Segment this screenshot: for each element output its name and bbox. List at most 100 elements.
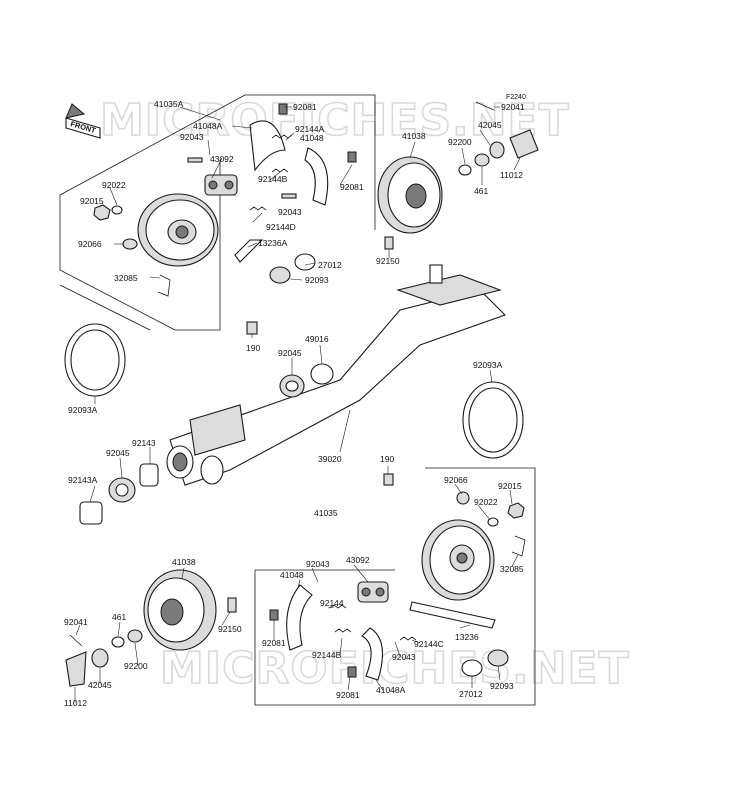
nut-left [93,204,111,221]
cap-top-right [509,129,539,159]
label-92093-bottom: 92093 [490,681,514,691]
brake-shoe-bottom-2 [361,627,384,681]
seal-ring-left [64,323,126,397]
label-42045-bottom: 42045 [88,680,112,690]
leader-lines [74,106,521,703]
clip-left [157,274,171,297]
cap-bottom-left [65,651,87,687]
brake-panel-right [421,519,495,601]
label-92144d: 92144D [266,222,296,232]
label-92041-top: 92041 [501,102,525,112]
label-13236: 13236 [455,632,479,642]
label-92081-top2: 92081 [340,182,364,192]
spring-top-3 [249,206,267,211]
label-11012-top: 11012 [500,170,523,180]
cotter-pin-top-right [475,101,495,111]
group-outline-bottom-right [254,467,536,706]
brake-shoe-top-1 [249,120,286,172]
axle-housing [166,264,507,486]
label-92150-top: 92150 [376,256,400,266]
nut-top-right [474,153,490,167]
bolt-bottom-left [227,597,237,613]
label-92093a-right: 92093A [473,360,503,370]
bolt-190-top [246,321,258,335]
label-92144b-top: 92144B [258,174,288,184]
retainer-bottom-1 [269,609,279,621]
seal-top [269,253,316,284]
seal-ring-right [462,381,524,459]
washer-top-right [458,164,472,176]
label-41048-top: 41048 [300,133,324,143]
seal-mid [310,363,334,385]
cotter-pin-bottom-left [69,634,83,647]
label-92043-top2: 92043 [278,207,302,217]
clip-right [511,535,526,557]
spring-bottom-3 [399,636,417,641]
label-92066-right: 92066 [444,475,468,485]
wheel-cylinder-top [204,174,238,196]
label-41048-bottom: 41048 [280,570,304,580]
label-41035a: 41035A [154,99,184,109]
spring-bottom-1 [329,604,347,609]
lever-bottom [409,601,496,629]
label-190-top: 190 [246,343,260,353]
watermark-bottom: MICROFICHES.NET [160,643,630,694]
label-92015-left: 92015 [80,196,104,206]
label-92093a-left: 92093A [68,405,98,415]
bearing-mid [279,374,305,398]
bushing-left-2 [79,501,103,525]
label-92144c: 92144C [414,639,444,649]
label-92043-top1: 92043 [180,132,204,142]
label-92143: 92143 [132,438,156,448]
brake-drum-bottom-left [143,569,217,651]
label-27012-top: 27012 [318,260,342,270]
label-92041-bottom: 92041 [64,617,88,627]
label-92066-left: 92066 [78,239,102,249]
label-92144a-top: 92144A [295,124,325,134]
washer-left [111,205,123,215]
label-92144b-bottom: 92144B [312,650,342,660]
spring-bottom-2 [334,628,352,633]
brake-shoe-top-2 [304,147,329,206]
label-92081-top: 92081 [293,102,317,112]
label-92022-left: 92022 [102,180,126,190]
brake-drum-top-right [377,156,443,234]
label-92045-left: 92045 [106,448,130,458]
bearing-left [108,477,136,503]
retainer-top-1 [278,103,288,115]
label-92143a: 92143A [68,475,98,485]
bolt-190-bottom [383,473,394,486]
nut-right [507,502,525,519]
pin-top-1 [187,157,203,163]
label-43092-top: 43092 [210,154,234,164]
figure-code-label: F2240 [506,94,526,101]
washer-right [487,517,499,527]
label-92043-bottom1: 92043 [306,559,330,569]
castle-nut-bottom-left [91,648,109,668]
group-outline-top-left [59,94,376,331]
front-arrow-icon: FRONT [65,103,101,139]
pin-top-2 [281,193,297,199]
label-41038-top: 41038 [402,131,426,141]
label-32085-right: 32085 [500,564,524,574]
label-41035: 41035 [314,508,338,518]
seal-left [122,238,138,250]
bushing-left [139,463,159,487]
wheel-cylinder-bottom [357,581,389,603]
label-41048a-top: 41048A [193,121,223,131]
label-92022-right: 92022 [474,497,498,507]
label-461-bottom: 461 [112,612,126,622]
label-39020: 39020 [318,454,342,464]
label-92081-bottom1: 92081 [262,638,286,648]
seal-right [456,491,470,505]
label-92150-bottom: 92150 [218,624,242,634]
label-92043-bottom2: 92043 [392,652,416,662]
washer-bottom-left [111,636,125,648]
label-42045-top: 42045 [478,120,502,130]
label-32085-left: 32085 [114,273,138,283]
lever-top [234,239,264,263]
label-92015-right: 92015 [498,481,522,491]
label-92144: 92144 [320,598,344,608]
spring-top-2 [271,168,289,173]
